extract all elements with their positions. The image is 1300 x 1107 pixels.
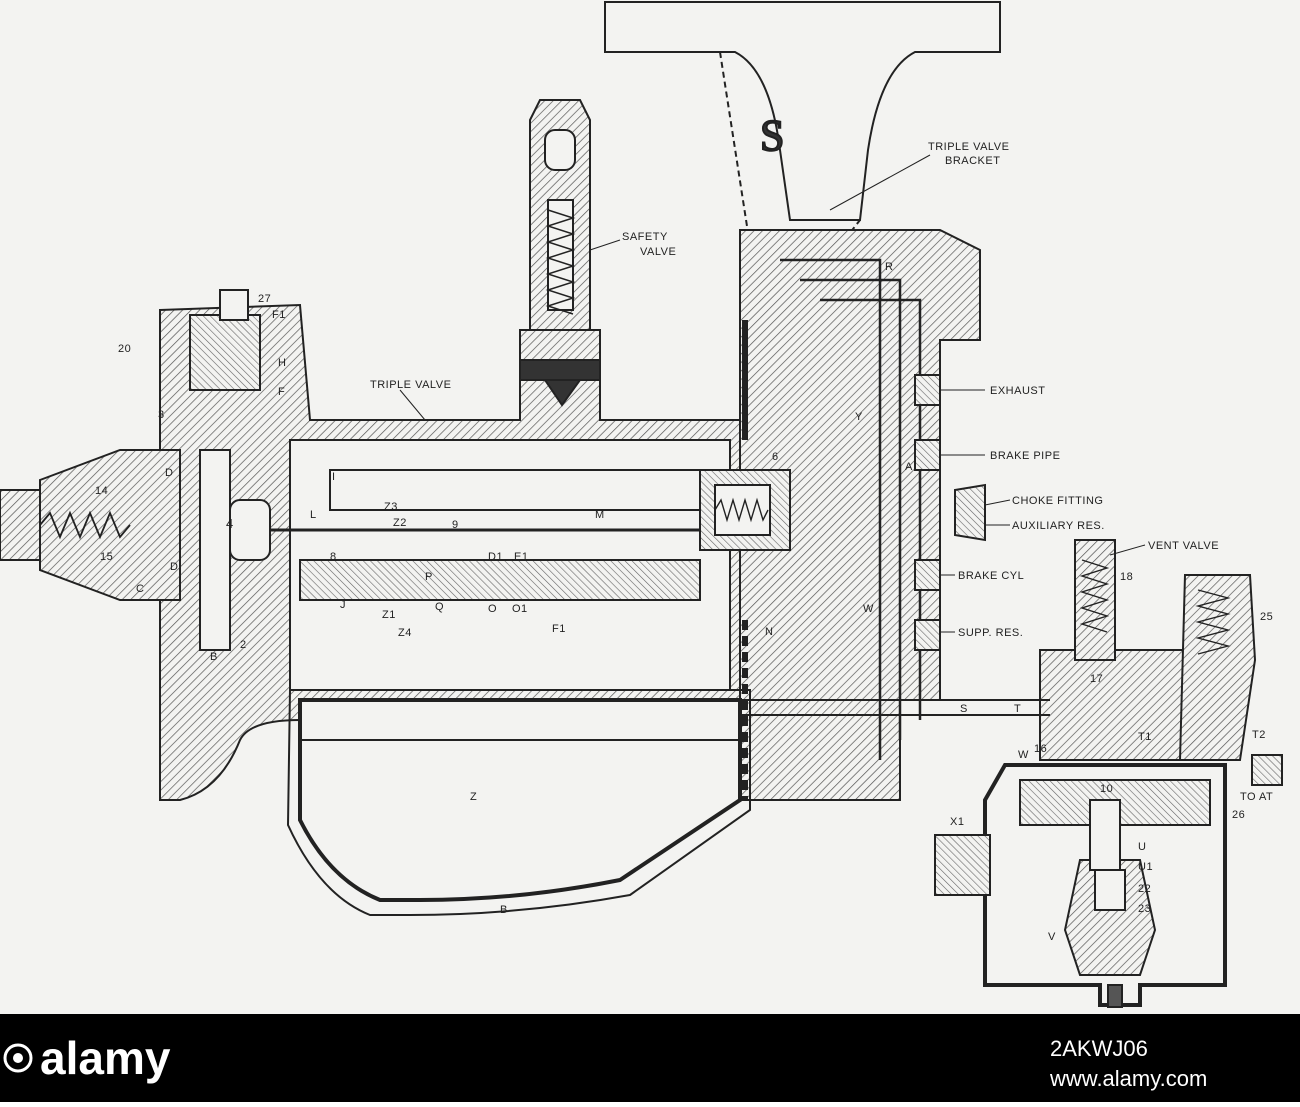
num-15: 15 bbox=[100, 551, 113, 563]
letter-p: P bbox=[425, 571, 433, 583]
letter-h: H bbox=[278, 357, 286, 369]
supp-res-tap bbox=[914, 619, 941, 651]
valve-cross-section-drawing: S bbox=[0, 0, 1300, 1014]
label-safety-valve-1: SAFETY bbox=[622, 231, 668, 243]
letter-y: Y bbox=[855, 411, 863, 423]
num-26: 26 bbox=[1232, 809, 1245, 821]
letter-u1: U1 bbox=[1138, 861, 1153, 873]
letter-q: Q bbox=[435, 601, 444, 613]
label-brake-cyl: BRAKE CYL bbox=[958, 570, 1024, 582]
watermark-band: alamy 2AKWJ06 www.alamy.com bbox=[0, 1014, 1300, 1102]
letter-c: C bbox=[136, 583, 144, 595]
letter-f1: F1 bbox=[272, 309, 286, 321]
num-18: 18 bbox=[1120, 571, 1133, 583]
letter-t: T bbox=[1014, 703, 1021, 715]
letter-i: I bbox=[332, 471, 336, 483]
label-triple-valve-bracket-1: TRIPLE VALVE bbox=[928, 141, 1009, 153]
letter-j: J bbox=[340, 599, 346, 611]
num-10: 10 bbox=[1100, 783, 1113, 795]
label-auxiliary-res: AUXILIARY RES. bbox=[1012, 520, 1105, 532]
letter-r: R bbox=[885, 261, 893, 273]
letter-v: V bbox=[1048, 931, 1056, 943]
watermark-image-id: 2AKWJ06 bbox=[1050, 1036, 1148, 1061]
label-brake-pipe: BRAKE PIPE bbox=[990, 450, 1060, 462]
letter-t2: T2 bbox=[1252, 729, 1266, 741]
watermark-brand: alamy bbox=[40, 1032, 171, 1084]
top-fitting bbox=[189, 314, 261, 391]
num-6: 6 bbox=[772, 451, 779, 463]
spring-25-housing bbox=[1178, 574, 1257, 761]
num-16: 16 bbox=[1034, 743, 1047, 755]
num-14: 14 bbox=[95, 485, 108, 497]
reservoir-z bbox=[298, 698, 742, 902]
left-cap bbox=[39, 449, 181, 601]
brake-pipe-tap bbox=[914, 439, 941, 471]
letter-w: W bbox=[863, 603, 874, 615]
letter-f: F bbox=[278, 386, 285, 398]
label-to-at: TO AT bbox=[1240, 791, 1273, 803]
label-choke-fitting: CHOKE FITTING bbox=[1012, 495, 1103, 507]
label-supp-res: SUPP. RES. bbox=[958, 627, 1023, 639]
vent-valve-body bbox=[1039, 649, 1191, 761]
letter-f1-lower: F1 bbox=[552, 623, 566, 635]
letter-d-top: D bbox=[165, 467, 173, 479]
letter-o1: O1 bbox=[512, 603, 528, 615]
watermark-site: www.alamy.com bbox=[1049, 1066, 1207, 1091]
num-20: 20 bbox=[118, 343, 131, 355]
letter-u: U bbox=[1138, 841, 1146, 853]
letter-t1: T1 bbox=[1138, 731, 1152, 743]
num-3: 3 bbox=[158, 409, 165, 421]
num-17: 17 bbox=[1090, 673, 1103, 685]
letter-z4: Z4 bbox=[398, 627, 412, 639]
num-23: 23 bbox=[1138, 903, 1151, 915]
letter-z3: Z3 bbox=[384, 501, 398, 513]
svg-text:S: S bbox=[760, 111, 784, 160]
letter-z2: Z2 bbox=[393, 517, 407, 529]
letter-d-bottom: D bbox=[170, 561, 178, 573]
label-safety-valve-2: VALVE bbox=[640, 246, 676, 258]
watermark-svg: alamy 2AKWJ06 www.alamy.com bbox=[3, 1032, 1207, 1091]
graduating-spring bbox=[39, 510, 131, 540]
num-25: 25 bbox=[1260, 611, 1273, 623]
num-4: 4 bbox=[226, 516, 234, 531]
label-vent-valve: VENT VALVE bbox=[1148, 540, 1219, 552]
letter-z: Z bbox=[470, 791, 477, 803]
num-22: 22 bbox=[1138, 883, 1151, 895]
num-8: 8 bbox=[330, 551, 337, 563]
exhaust-tap bbox=[914, 374, 941, 406]
brake-cyl-tap bbox=[914, 559, 941, 591]
letter-n: N bbox=[765, 626, 773, 638]
letter-e1: E1 bbox=[514, 551, 528, 563]
letter-w-lower: W bbox=[1018, 749, 1029, 761]
num-27: 27 bbox=[258, 293, 271, 305]
letter-b-left: B bbox=[210, 651, 218, 663]
letter-l: L bbox=[310, 509, 317, 521]
letter-o: O bbox=[488, 603, 497, 615]
num-2: 2 bbox=[240, 639, 247, 651]
choke-fitting bbox=[954, 483, 986, 542]
label-triple-valve: TRIPLE VALVE bbox=[370, 379, 451, 391]
label-triple-valve-bracket-2: BRACKET bbox=[945, 155, 1000, 167]
alamy-logo-icon bbox=[3, 1043, 33, 1073]
bracket-stem bbox=[719, 51, 861, 311]
letter-z1: Z1 bbox=[382, 609, 396, 621]
letter-m: M bbox=[595, 509, 605, 521]
letter-d1: D1 bbox=[488, 551, 503, 563]
diagram-svg: S bbox=[0, 1, 1283, 1008]
num-9: 9 bbox=[452, 519, 459, 531]
letter-a: A bbox=[905, 461, 913, 473]
letter-x1: X1 bbox=[950, 816, 964, 828]
label-exhaust: EXHAUST bbox=[990, 385, 1045, 397]
bracket-flange bbox=[604, 1, 1001, 221]
letter-s: S bbox=[960, 703, 968, 715]
letter-b-bottom: B bbox=[500, 904, 508, 916]
